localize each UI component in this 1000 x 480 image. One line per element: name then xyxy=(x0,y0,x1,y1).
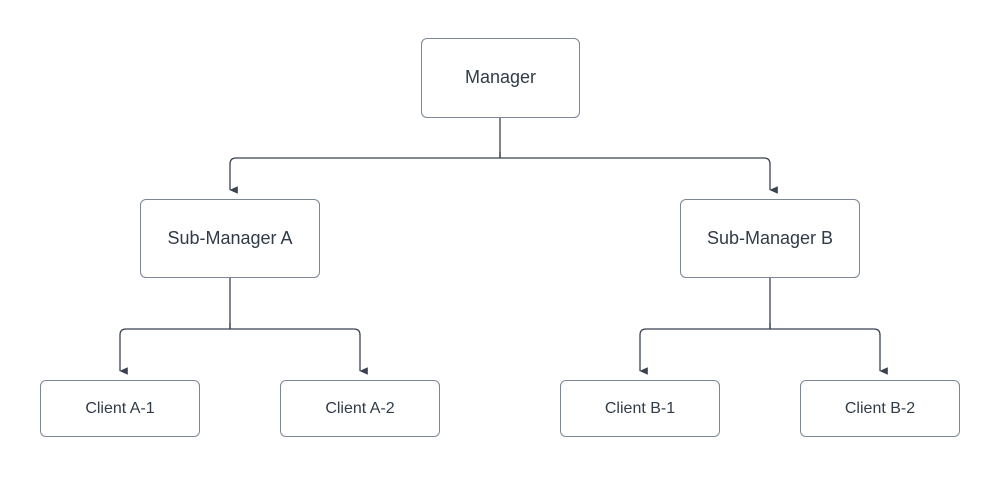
node-client-a-2-label: Client A-2 xyxy=(325,399,395,417)
node-client-a-2[interactable]: Client A-2 xyxy=(280,380,440,437)
edge-manager-to-sub-manager-a xyxy=(229,152,501,194)
node-client-b-1[interactable]: Client B-1 xyxy=(560,380,720,437)
edge-sub-manager-b-to-client-b-1 xyxy=(639,323,771,375)
node-sub-manager-a[interactable]: Sub-Manager A xyxy=(140,199,320,278)
node-client-a-1-label: Client A-1 xyxy=(85,399,155,417)
edge-sub-manager-a-to-client-a-1 xyxy=(119,323,231,375)
node-sub-manager-b[interactable]: Sub-Manager B xyxy=(680,199,860,278)
node-client-b-2-label: Client B-2 xyxy=(844,399,916,417)
node-manager-label: Manager xyxy=(464,67,537,88)
edge-manager-to-sub-manager-b xyxy=(499,152,778,194)
edge-sub-manager-a-to-client-a-2 xyxy=(229,323,368,375)
node-manager[interactable]: Manager xyxy=(421,38,580,118)
node-sub-manager-a-label: Sub-Manager A xyxy=(167,227,293,248)
node-client-b-2[interactable]: Client B-2 xyxy=(800,380,960,437)
edge-sub-manager-b-to-client-b-2 xyxy=(769,323,888,375)
node-sub-manager-b-label: Sub-Manager B xyxy=(706,227,834,248)
node-client-a-1[interactable]: Client A-1 xyxy=(40,380,200,437)
node-client-b-1-label: Client B-1 xyxy=(604,399,676,417)
